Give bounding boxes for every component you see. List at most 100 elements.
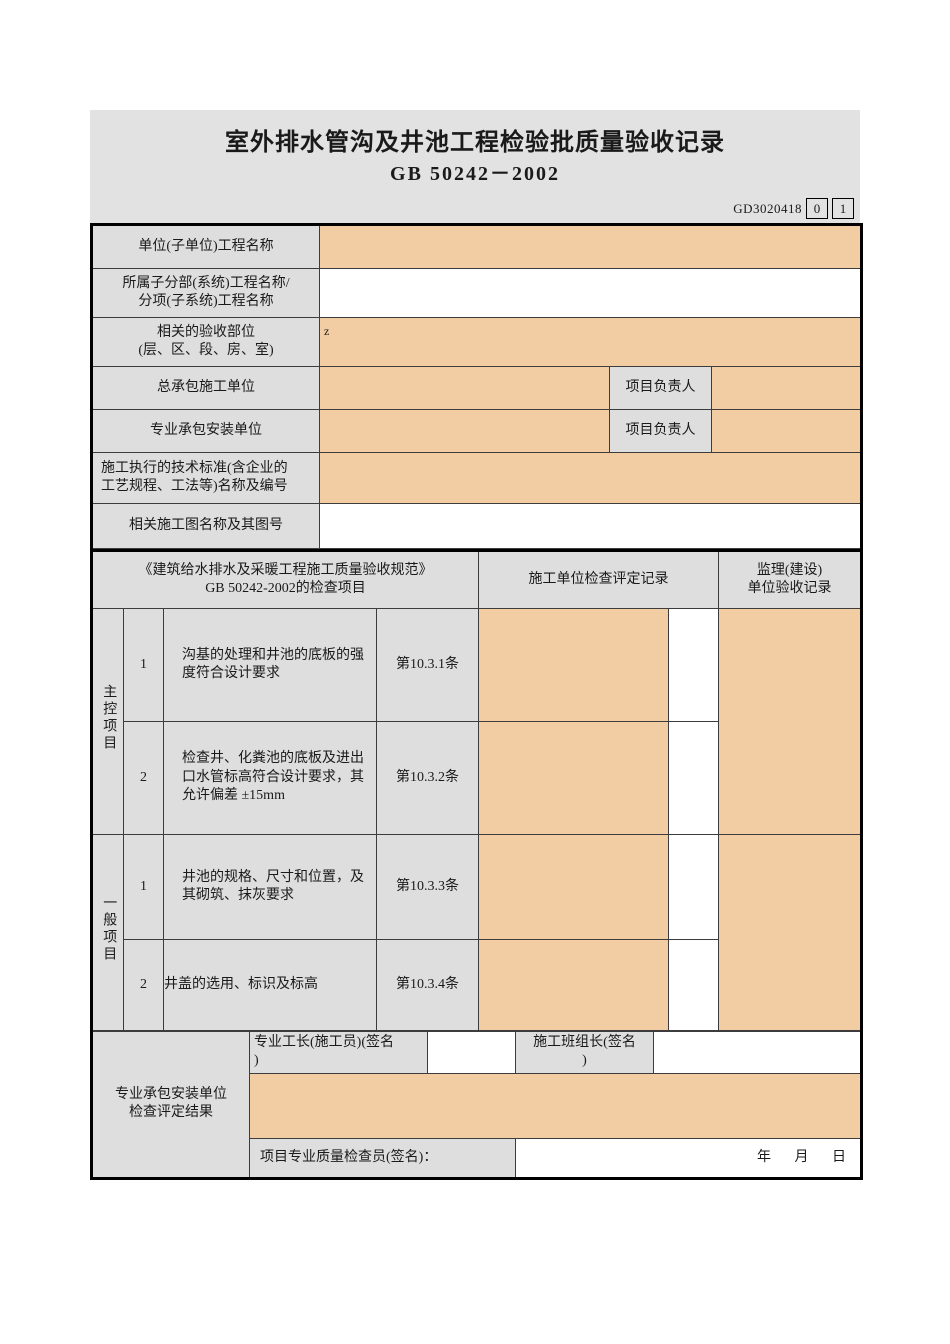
table-row-main-contractor: 总承包施工单位 项目负责人 [91,366,863,410]
supervision-record-header-line2: 单位验收记录 [747,581,832,596]
table-row-acceptance-part: 相关的验收部位 (层、区、段、房、室) z [91,317,863,367]
pro-contractor-pm-input[interactable] [710,409,863,453]
tech-standard-label-line1: 施工执行的技术标准(含企业的 [101,460,288,476]
inspector-label: 项目专业质量检查员(签名)： [249,1137,516,1179]
main-item-2-construction-input[interactable] [478,721,669,835]
main-item-2-text: 检查井、化粪池的底板及进出 口水管标高符合设计要求，其 允许偏差 ±15mm [163,721,377,835]
foreman-label-line2: ) [254,1053,259,1069]
foreman-label-line1: 专业工长(施工员)(签名 [254,1035,394,1050]
form-code-box-2[interactable]: 1 [832,198,854,219]
table-row-general-item-1: 一般项目 1 井池的规格、尺寸和位置，及 其砌筑、抹灰要求 第10.3.3条 [91,834,862,1031]
main-contractor-pm-input[interactable] [710,366,863,410]
result-input[interactable] [249,1072,862,1139]
table-row-inspector: 项目专业质量检查员(签名)： 年 月 日 [92,1137,862,1179]
main-item-1-text: 沟基的处理和井池的底板的强 度符合设计要求 [163,608,377,722]
form-page: 室外排水管沟及井池工程检验批质量验收记录 GB 50242－2002 GD302… [90,110,864,1180]
main-item-2-clause: 第10.3.2条 [376,721,479,835]
main-item-1-line2: 度符合设计要求 [182,666,280,681]
team-leader-signature-input[interactable] [653,1031,862,1074]
sub-division-label-line2: 分项(子系统)工程名称 [138,294,274,309]
main-contractor-pm-label: 项目负责人 [609,366,712,410]
unit-project-label: 单位(子单位)工程名称 [91,224,320,269]
supervision-record-header-line1: 监理(建设) [756,562,823,578]
result-label-line1: 专业承包安装单位 [115,1087,227,1102]
table-row-main-item-1: 主控项目 1 沟基的处理和井池的底板的强 度符合设计要求 第10.3.1条 [91,608,862,835]
table-row-pro-contractor: 专业承包安装单位 项目负责人 [91,409,863,453]
main-item-2-no: 2 [123,721,164,835]
general-item-2-construction-input[interactable] [478,939,669,1031]
main-item-1-clause: 第10.3.1条 [376,608,479,722]
unit-project-input[interactable] [318,224,863,269]
inspection-header-row: 《建筑给水排水及采暖工程施工质量验收规范》 GB 50242-2002的检查项目… [91,550,862,609]
form-code: GD3020418 [733,200,802,216]
table-row-foreman: 专业承包安装单位 检查评定结果 专业工长(施工员)(签名 ) 施工班组长(签名 … [91,1031,862,1179]
tech-standard-label: 施工执行的技术标准(含企业的 工艺规程、工法等)名称及编号 [91,452,320,504]
team-leader-label-line1: 施工班组长(签名 [533,1035,636,1050]
general-item-2-construction-spare[interactable] [668,939,719,1031]
pro-contractor-pm-label: 项目负责人 [609,409,712,453]
tech-standard-input[interactable] [318,452,863,504]
spec-header: 《建筑给水排水及采暖工程施工质量验收规范》 GB 50242-2002的检查项目 [91,550,479,609]
general-item-1-text: 井池的规格、尺寸和位置，及 其砌筑、抹灰要求 [163,834,377,940]
result-label-line2: 检查评定结果 [129,1105,213,1121]
general-item-1-line2: 其砌筑、抹灰要求 [182,888,294,903]
title-block: 室外排水管沟及井池工程检验批质量验收记录 GB 50242－2002 [90,110,860,192]
general-supervision-input[interactable] [718,834,862,1031]
acceptance-part-label-line2: (层、区、段、房、室) [138,343,274,358]
main-item-2-line2: 口水管标高符合设计要求，其 [182,769,364,785]
table-row-main-item-2: 2 检查井、化粪池的底板及进出 口水管标高符合设计要求，其 允许偏差 ±15mm… [92,721,862,835]
acceptance-part-label-line1: 相关的验收部位 [157,324,255,340]
main-item-2-construction-spare[interactable] [668,721,719,835]
page-title: 室外排水管沟及井池工程检验批质量验收记录 [225,130,725,156]
general-item-2-clause: 第10.3.4条 [376,939,479,1031]
form-code-box-1[interactable]: 0 [806,198,828,219]
spec-header-line1: 《建筑给水排水及采暖工程施工质量验收规范》 [138,562,433,578]
main-item-1-construction-input[interactable] [478,608,669,722]
drawing-label: 相关施工图名称及其图号 [91,503,320,549]
pro-contractor-label: 专业承包安装单位 [91,409,320,453]
table-row-unit-project: 单位(子单位)工程名称 [91,224,863,269]
main-contractor-label: 总承包施工单位 [91,366,320,410]
table-row-general-item-2: 2 井盖的选用、标识及标高 第10.3.4条 [92,939,862,1031]
general-item-1-construction-input[interactable] [478,834,669,940]
standard-code: GB 50242－2002 [390,163,560,185]
form-code-row: GD3020418 0 1 [90,192,860,223]
sub-division-label: 所属子分部(系统)工程名称/ 分项(子系统)工程名称 [91,268,320,318]
main-item-1-line1: 沟基的处理和井池的底板的强 [182,647,364,663]
signature-table: 专业承包安装单位 检查评定结果 专业工长(施工员)(签名 ) 施工班组长(签名 … [90,1031,863,1180]
foreman-signature-input[interactable] [427,1031,516,1074]
result-label: 专业承包安装单位 检查评定结果 [91,1031,250,1179]
main-contractor-input[interactable] [319,366,610,410]
category-label-main-control: 主控项目 [91,608,124,835]
table-row-result [92,1072,862,1139]
drawing-input[interactable] [318,503,863,549]
category-label-general: 一般项目 [91,834,124,1031]
general-item-1-clause: 第10.3.3条 [376,834,479,940]
spec-header-line2: GB 50242-2002的检查项目 [205,581,366,596]
pro-contractor-input[interactable] [319,409,610,453]
tech-standard-label-line2: 工艺规程、工法等)名称及编号 [101,479,288,494]
general-item-1-no: 1 [123,834,164,940]
sub-division-input[interactable] [318,268,863,318]
general-item-2-text: 井盖的选用、标识及标高 [163,939,377,1031]
main-item-1-no: 1 [123,608,164,722]
foreman-label: 专业工长(施工员)(签名 ) [249,1031,428,1074]
main-item-2-line3: 允许偏差 ±15mm [182,788,285,804]
general-item-2-no: 2 [123,939,164,1031]
general-item-1-construction-spare[interactable] [668,834,719,940]
supervision-record-header: 监理(建设) 单位验收记录 [718,550,862,609]
main-control-supervision-input[interactable] [718,608,862,835]
team-leader-label-line2: ) [582,1053,587,1069]
inspector-date[interactable]: 年 月 日 [515,1137,862,1179]
general-item-1-line1: 井池的规格、尺寸和位置，及 [182,869,364,885]
general-item-2-line1: 井盖的选用、标识及标高 [164,976,318,992]
project-info-table: 单位(子单位)工程名称 所属子分部(系统)工程名称/ 分项(子系统)工程名称 相… [90,223,864,549]
inspection-table: 《建筑给水排水及采暖工程施工质量验收规范》 GB 50242-2002的检查项目… [90,549,863,1031]
construction-record-header: 施工单位检查评定记录 [478,550,719,609]
sub-division-label-line1: 所属子分部(系统)工程名称/ [122,275,290,291]
main-item-2-line1: 检查井、化粪池的底板及进出 [182,751,364,767]
team-leader-label: 施工班组长(签名 ) [515,1031,654,1074]
table-row-drawing: 相关施工图名称及其图号 [91,503,863,549]
main-item-1-construction-spare[interactable] [668,608,719,722]
acceptance-part-input[interactable]: z [318,317,863,367]
